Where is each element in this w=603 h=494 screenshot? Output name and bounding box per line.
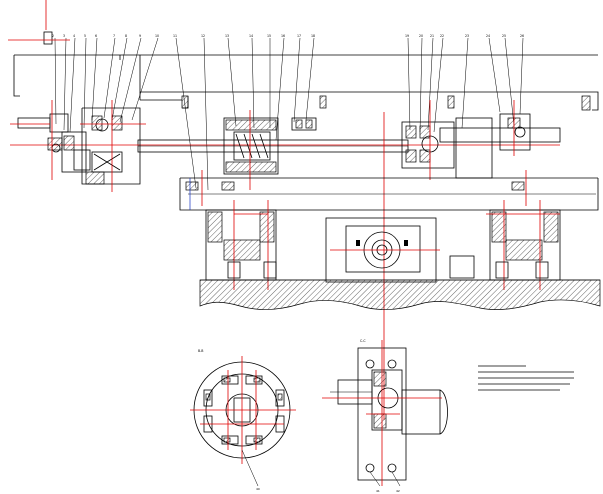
balloon-21: 21 — [430, 34, 434, 38]
section-view-b: B-B 40 — [190, 349, 296, 491]
balloon-41: 41 — [376, 489, 380, 493]
section-view-c: C-C 41 42 — [322, 339, 448, 493]
balloon-3: 3 — [63, 34, 65, 38]
technical-notes — [478, 365, 574, 391]
balloon-14: 14 — [249, 34, 253, 38]
balloon-5: 5 — [84, 34, 86, 38]
balloon-4: 4 — [73, 34, 75, 38]
balloon-42: 42 — [396, 489, 400, 493]
base-bed-hatched — [199, 279, 601, 310]
lower-guide-left — [205, 200, 277, 290]
lower-guide-right — [486, 200, 561, 290]
right-bearing-housing — [383, 100, 531, 420]
balloon-13: 13 — [225, 34, 229, 38]
center-nut-block — [325, 217, 475, 283]
balloon-leaders — [54, 37, 524, 191]
balloon-25: 25 — [502, 34, 506, 38]
leadscrew-shaft — [137, 127, 561, 153]
balloon-11: 11 — [173, 34, 177, 38]
top-balloon-labels: 2 3 4 5 6 7 8 9 10 11 12 13 14 15 16 17 … — [52, 34, 524, 38]
balloon-7: 7 — [113, 34, 115, 38]
balloon-10: 10 — [155, 34, 159, 38]
view-marker-box — [43, 31, 53, 45]
balloon-9: 9 — [139, 34, 141, 38]
balloon-23: 23 — [465, 34, 469, 38]
balloon-19: 19 — [405, 34, 409, 38]
section-label-right: C-C — [360, 339, 366, 343]
left-bearing-housing — [80, 100, 146, 192]
balloon-6: 6 — [95, 34, 97, 38]
balloon-2: 2 — [52, 34, 54, 38]
section-label-left: B-B — [198, 349, 203, 353]
balloon-20: 20 — [419, 34, 423, 38]
nut-assembly-center — [223, 110, 317, 190]
balloon-16: 16 — [281, 34, 285, 38]
balloon-22: 22 — [440, 34, 444, 38]
left-input-end — [10, 100, 91, 180]
slide-base — [179, 170, 599, 211]
upper-table-outline — [13, 54, 599, 111]
balloon-17: 17 — [297, 34, 301, 38]
main-assembly-view: 2 3 4 5 6 7 8 9 10 11 12 13 14 15 16 17 … — [8, 0, 601, 420]
balloon-12: 12 — [201, 34, 205, 38]
balloon-8: 8 — [125, 34, 127, 38]
balloon-15: 15 — [267, 34, 271, 38]
balloon-40: 40 — [256, 487, 260, 491]
balloon-26: 26 — [520, 34, 524, 38]
balloon-24: 24 — [486, 34, 490, 38]
balloon-18: 18 — [311, 34, 315, 38]
